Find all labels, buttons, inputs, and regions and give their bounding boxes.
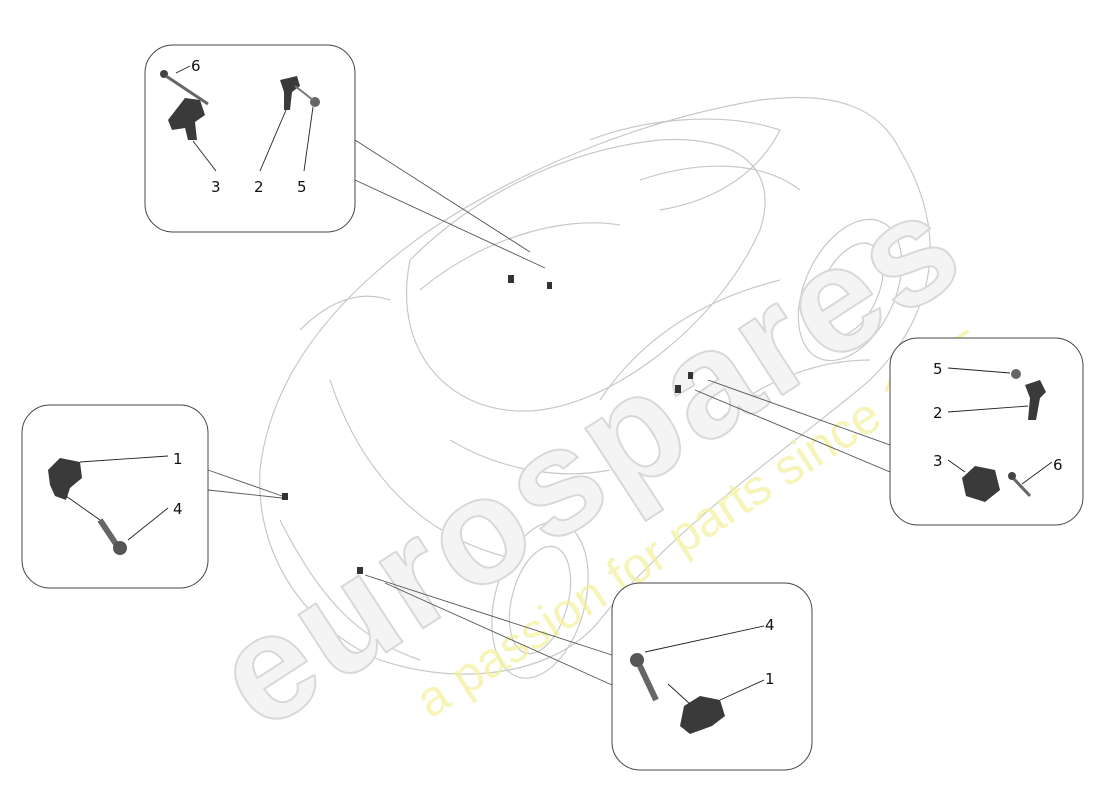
- callout-label: 6: [191, 57, 201, 75]
- callout-label: 3: [211, 178, 221, 196]
- callout-top: 6 3 2 5: [144, 44, 356, 233]
- callout-left: 1 4: [21, 404, 209, 589]
- callout-label: 2: [933, 404, 943, 422]
- sensor-locations: [282, 275, 693, 574]
- part-nut-5: [1011, 369, 1021, 379]
- part-sensor-1: [680, 696, 725, 734]
- part-sensor-2: [1025, 380, 1046, 420]
- part-nut-5: [294, 85, 320, 107]
- callout-label: 4: [765, 616, 775, 634]
- part-sensor-2: [280, 76, 300, 110]
- sensor-mark: [547, 282, 552, 289]
- callout-label: 1: [173, 450, 183, 468]
- callout-label: 5: [933, 360, 943, 378]
- callout-label: 4: [173, 500, 183, 518]
- callout-label: 2: [254, 178, 264, 196]
- callout-label: 3: [933, 452, 943, 470]
- part-bolt-6: [1008, 472, 1032, 498]
- sensor-mark: [508, 275, 514, 283]
- sensor-mark: [282, 493, 288, 500]
- callout-right: 5 2 3 6: [889, 337, 1084, 526]
- callout-label: 6: [1053, 456, 1063, 474]
- callout-bottom: 4 1: [611, 582, 813, 771]
- callout-label: 1: [765, 670, 775, 688]
- part-bolt-4: [630, 653, 659, 702]
- leader-lines: [207, 139, 891, 686]
- part-sensor-1: [48, 458, 82, 500]
- watermark-brand: eurospares: [187, 157, 990, 760]
- sensor-mark: [675, 385, 681, 393]
- part-sensor-3: [168, 98, 205, 140]
- sensor-mark: [357, 567, 363, 574]
- part-bolt-4: [97, 518, 127, 555]
- car-outline: [259, 96, 931, 679]
- part-bolt-6: [160, 70, 209, 106]
- callout-label: 5: [297, 178, 307, 196]
- sensor-mark: [688, 372, 693, 379]
- part-sensor-3: [962, 466, 1000, 502]
